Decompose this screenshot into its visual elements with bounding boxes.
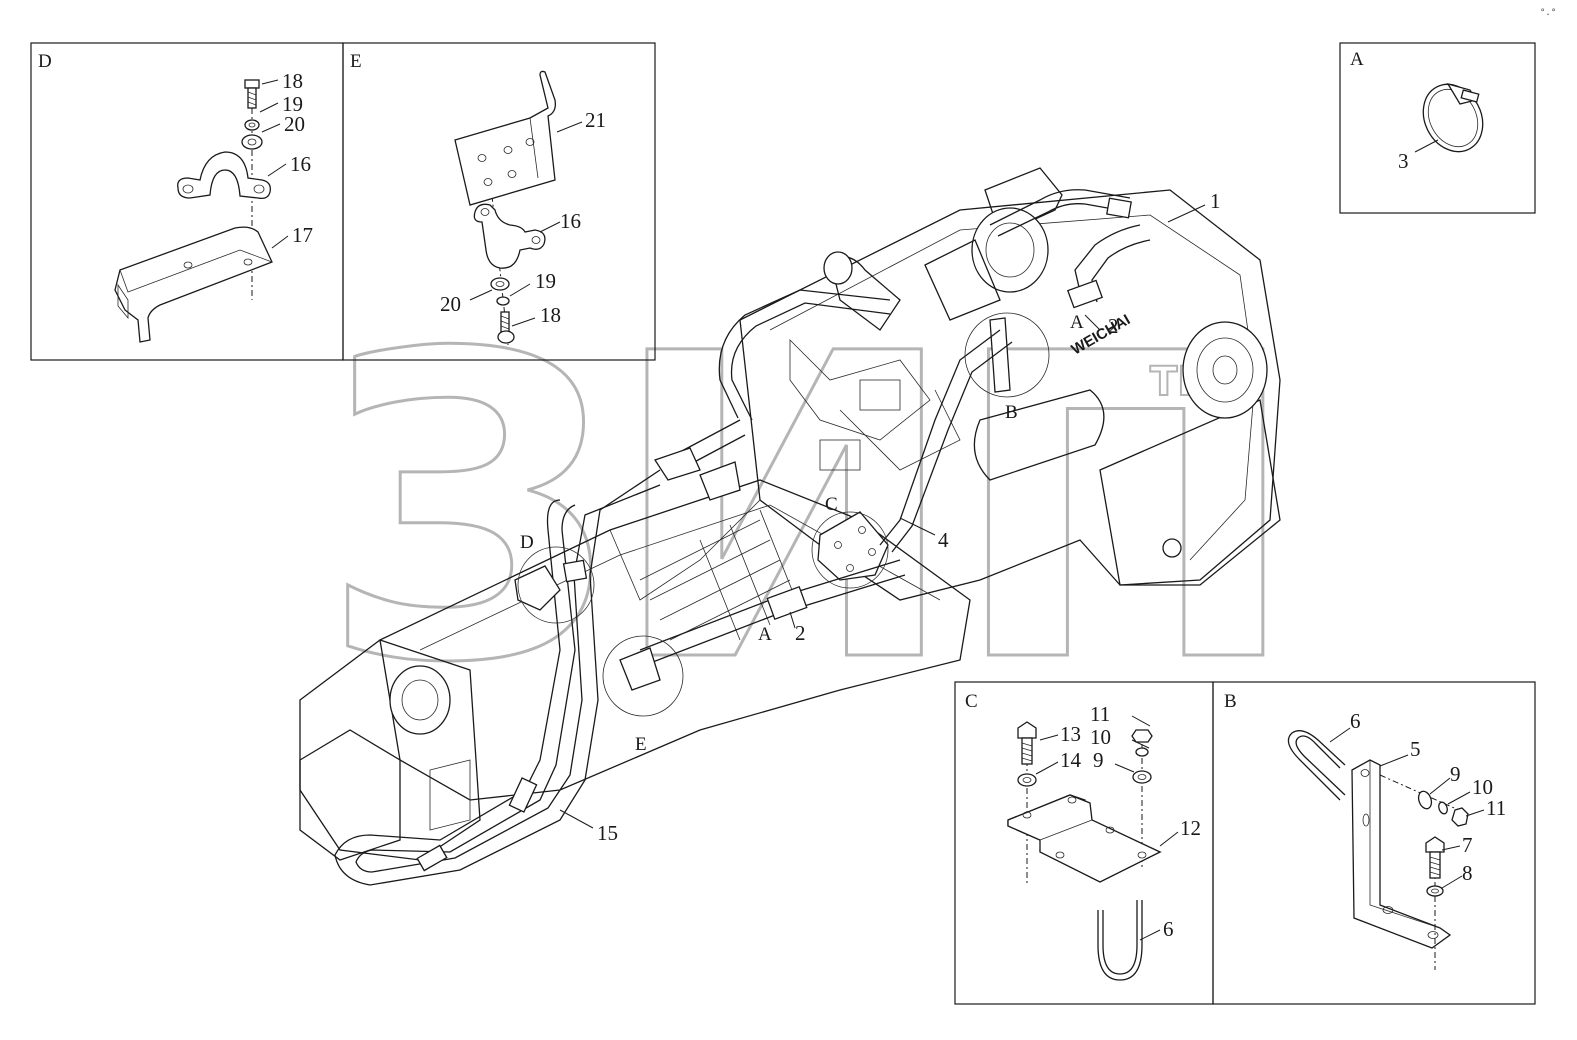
panel-b-callout-10: 10: [1472, 775, 1493, 799]
panel-e-callout-20: 20: [440, 292, 461, 316]
panel-c-callout-11: 11: [1090, 702, 1110, 726]
panel-b-callout-11: 11: [1486, 796, 1506, 820]
panel-c-callout-13: 13: [1060, 722, 1081, 746]
panel-c-callout-9: 9: [1093, 748, 1104, 772]
view-marker-a-top: A: [1070, 312, 1084, 333]
panel-d-callout-20: 20: [284, 112, 305, 136]
panel-d: D 18 19 20 16 17: [30, 42, 344, 361]
panel-e-callout-18: 18: [540, 303, 561, 327]
panel-d-callout-19: 19: [282, 92, 303, 116]
corner-mark: °.°: [1540, 8, 1556, 18]
callout-1: 1: [1210, 189, 1221, 213]
panel-b-callout-6: 6: [1350, 709, 1361, 733]
view-marker-e: E: [635, 734, 647, 755]
panel-b-letter: B: [1224, 691, 1237, 712]
callout-2-top: 2: [1108, 314, 1119, 338]
panel-b-callout-7: 7: [1462, 833, 1473, 857]
panel-b: B 6 5 9 10 11: [1212, 681, 1536, 1005]
view-marker-b: B: [1005, 402, 1018, 423]
panel-d-callout-16: 16: [290, 152, 311, 176]
panel-a-callout-3: 3: [1398, 149, 1409, 173]
watermark-text: ЗИП: [320, 266, 1291, 755]
panel-b-callout-9: 9: [1450, 762, 1461, 786]
panel-c-letter: C: [965, 691, 978, 712]
panel-d-letter: D: [38, 51, 52, 72]
panel-d-callout-18: 18: [282, 69, 303, 93]
panel-a: A 3: [1339, 42, 1536, 214]
callout-15: 15: [597, 821, 618, 845]
panel-b-callout-8: 8: [1462, 861, 1473, 885]
panel-c-callout-6: 6: [1163, 917, 1174, 941]
panel-e-callout-21: 21: [585, 108, 606, 132]
panel-e-letter: E: [350, 51, 362, 72]
callout-4: 4: [938, 528, 949, 552]
view-marker-a-bottom: A: [758, 624, 772, 645]
callout-2-bottom: 2: [795, 621, 806, 645]
view-marker-c: C: [825, 494, 838, 515]
panel-a-letter: A: [1350, 49, 1364, 70]
main-assembly: WEICHAI: [299, 167, 1281, 886]
view-circle-c: [811, 511, 889, 589]
panel-d-callout-17: 17: [292, 223, 313, 247]
view-circle-b: [964, 312, 1050, 398]
panel-c-callout-12: 12: [1180, 816, 1201, 840]
panel-b-callout-5: 5: [1410, 737, 1421, 761]
panel-e: E 21 16 19 20 18: [342, 42, 656, 361]
panel-c-callout-14: 14: [1060, 748, 1082, 772]
view-circle-d: [517, 546, 595, 624]
panel-e-callout-19: 19: [535, 269, 556, 293]
panel-e-callout-16: 16: [560, 209, 581, 233]
view-circle-e: [602, 635, 684, 717]
panel-c-callout-10: 10: [1090, 725, 1111, 749]
view-marker-d: D: [520, 532, 534, 553]
